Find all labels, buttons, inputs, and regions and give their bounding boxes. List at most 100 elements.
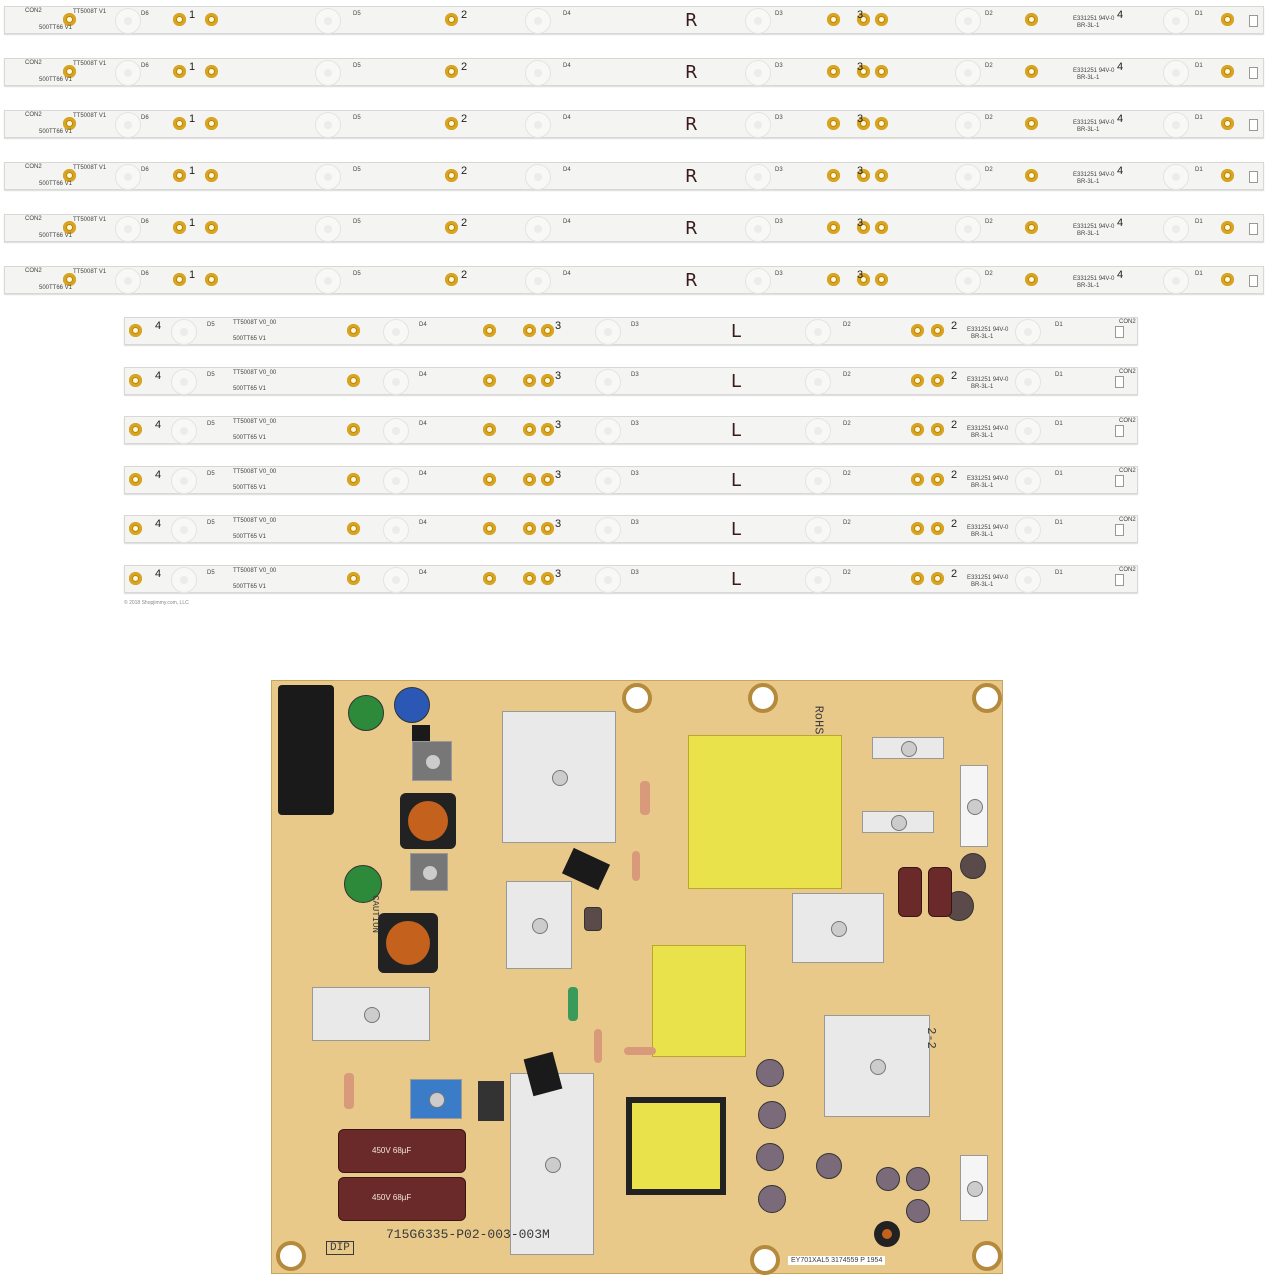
solder-pad (205, 13, 218, 26)
strip-model-label: TT5008T V1 (73, 113, 107, 119)
solder-pad (827, 13, 840, 26)
solder-pad (483, 572, 496, 585)
side-letter: L (731, 420, 742, 441)
led-label: D4 (563, 63, 571, 69)
cert-label: E331251 94V-0 (967, 476, 1009, 482)
led (115, 112, 141, 138)
position-number: 1 (189, 217, 196, 229)
varistor (344, 865, 382, 903)
solder-pad (931, 473, 944, 486)
solder-pad (483, 522, 496, 535)
strip-part-label: 500TT65 V1 (233, 485, 267, 491)
led-label: D2 (985, 167, 993, 173)
solder-pad (63, 65, 76, 78)
led (745, 112, 771, 138)
connector (1115, 326, 1124, 338)
connector-label: CON2 (1119, 468, 1136, 474)
led-label: D4 (563, 271, 571, 277)
led-label: D6 (141, 11, 149, 17)
solder-pad (173, 273, 186, 286)
led (1163, 268, 1189, 294)
led-label: D1 (1195, 167, 1203, 173)
bridge-rectifier (478, 1081, 504, 1121)
led (595, 319, 621, 345)
strip-part-label: 500TT65 V1 (233, 336, 267, 342)
led (315, 60, 341, 86)
solder-pad (347, 473, 360, 486)
solder-pad (931, 423, 944, 436)
led-label: D5 (353, 271, 361, 277)
solder-pad (541, 522, 554, 535)
led-label: D4 (563, 11, 571, 17)
mount-hole (622, 683, 652, 713)
led-label: D3 (775, 11, 783, 17)
heatsink (506, 881, 572, 969)
led (955, 216, 981, 242)
solder-pad (523, 473, 536, 486)
heatsink (792, 893, 884, 963)
solder-pad (1025, 117, 1038, 130)
solder-pad (857, 117, 870, 130)
position-number: 2 (951, 419, 958, 431)
led (525, 268, 551, 294)
solder-pad (875, 273, 888, 286)
led (383, 468, 409, 494)
solder-pad (445, 273, 458, 286)
led (171, 319, 197, 345)
electrolytic-capacitor (928, 867, 952, 917)
led (1163, 112, 1189, 138)
led-label: D3 (775, 219, 783, 225)
led (315, 112, 341, 138)
led-label: D3 (631, 570, 639, 576)
led-label: D1 (1195, 63, 1203, 69)
led-label: D2 (843, 372, 851, 378)
led (171, 517, 197, 543)
led-label: D3 (631, 421, 639, 427)
solder-pad (931, 572, 944, 585)
solder-pad (875, 13, 888, 26)
led-label: D5 (207, 421, 215, 427)
position-number: 4 (1117, 113, 1124, 125)
led-label: D2 (985, 11, 993, 17)
position-number: 4 (155, 320, 162, 332)
solder-pad (1025, 273, 1038, 286)
solder-pad (1025, 65, 1038, 78)
resistor (594, 1029, 602, 1063)
side-letter: R (685, 218, 698, 239)
position-number: 2 (461, 165, 468, 177)
strip-model-label: TT5008T V0_00 (233, 568, 277, 574)
solder-pad (445, 13, 458, 26)
connector (1115, 425, 1124, 437)
solder-pad (205, 221, 218, 234)
solder-pad (911, 374, 924, 387)
solder-pad (1221, 117, 1234, 130)
led (315, 164, 341, 190)
solder-pad (347, 522, 360, 535)
cert-label: BR-3L-1 (1077, 75, 1100, 81)
connector (1249, 15, 1258, 27)
solder-pad (347, 374, 360, 387)
x-capacitor (412, 741, 452, 781)
cert-label: BR-3L-1 (1077, 283, 1100, 289)
led (171, 468, 197, 494)
strip-model-label: TT5008T V1 (73, 61, 107, 67)
led (955, 164, 981, 190)
led (955, 268, 981, 294)
rohs-label: RoHS (811, 705, 826, 735)
led (595, 517, 621, 543)
power-connector (278, 685, 334, 815)
led (745, 8, 771, 34)
strip-model-label: TT5008T V0_00 (233, 419, 277, 425)
led-label: D6 (141, 167, 149, 173)
led-label: D1 (1195, 271, 1203, 277)
led (595, 369, 621, 395)
electrolytic-capacitor (816, 1153, 842, 1179)
solder-pad (63, 117, 76, 130)
led-label: D5 (353, 63, 361, 69)
led (745, 164, 771, 190)
cert-label: E331251 94V-0 (967, 377, 1009, 383)
